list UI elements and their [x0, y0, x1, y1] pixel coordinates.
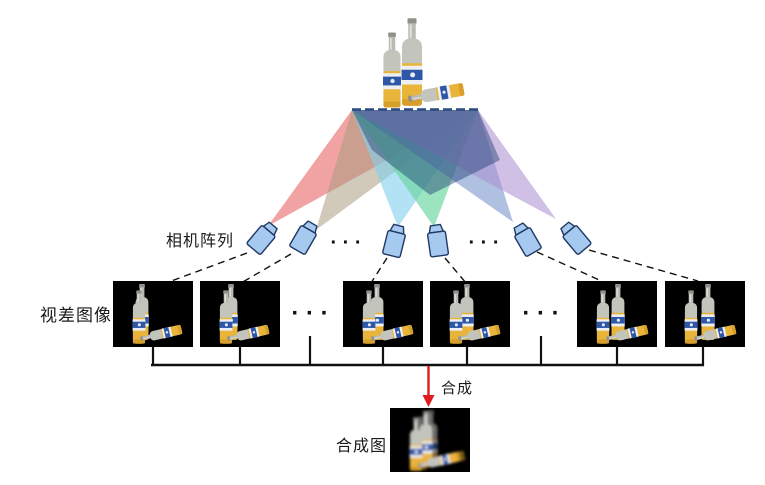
camera-icon	[289, 220, 318, 255]
parallax-image-6	[665, 281, 745, 347]
scene-object-bottles	[366, 8, 470, 108]
camera-row-ellipsis: · · ·	[330, 232, 362, 254]
front-bottle	[383, 32, 401, 108]
synthesis-arrowhead	[422, 395, 435, 407]
lying-bottle	[408, 83, 465, 103]
lying-bottle	[418, 451, 461, 468]
lying-bottle	[458, 324, 501, 341]
synthesis-label: 合成	[441, 380, 474, 397]
camera-image-connector	[444, 257, 467, 284]
lying-bottle	[227, 324, 270, 341]
camera-icon	[382, 223, 406, 259]
camera-icon	[246, 221, 278, 255]
parallax-image-2	[200, 281, 280, 347]
camera-row-ellipsis: · · ·	[468, 232, 500, 254]
back-bottle	[401, 18, 423, 106]
image-row-ellipsis: · · ·	[291, 300, 329, 327]
parallax-image-4	[430, 281, 510, 347]
lying-bottle	[606, 324, 649, 341]
view-cone-overlap	[352, 110, 500, 195]
camera-image-connector	[370, 257, 388, 284]
composite-image	[390, 408, 470, 472]
parallax-images-label: 视差图像	[40, 306, 112, 325]
front-bottle	[596, 290, 610, 344]
parallax-image-5	[577, 281, 657, 347]
front-bottle	[449, 290, 463, 344]
parallax-image-1	[113, 281, 193, 347]
lying-bottle	[140, 324, 183, 341]
camera-icon	[426, 223, 450, 258]
lying-bottle	[371, 324, 414, 341]
front-bottle	[684, 290, 698, 344]
image-row-ellipsis: · · ·	[522, 300, 560, 327]
camera-icon	[513, 222, 542, 257]
camera-image-connector	[536, 251, 607, 284]
composite-image-label: 合成图	[336, 438, 388, 455]
camera-image-connector	[240, 253, 292, 284]
camera-image-connector	[588, 249, 699, 282]
camera-image-connector	[165, 252, 248, 284]
camera-icon	[560, 221, 592, 255]
view-cone-purple	[352, 110, 556, 219]
composite-bottles	[409, 410, 466, 471]
camera-array-label: 相机阵列	[166, 233, 235, 250]
lying-bottle	[694, 324, 737, 341]
parallax-image-3	[343, 281, 423, 347]
